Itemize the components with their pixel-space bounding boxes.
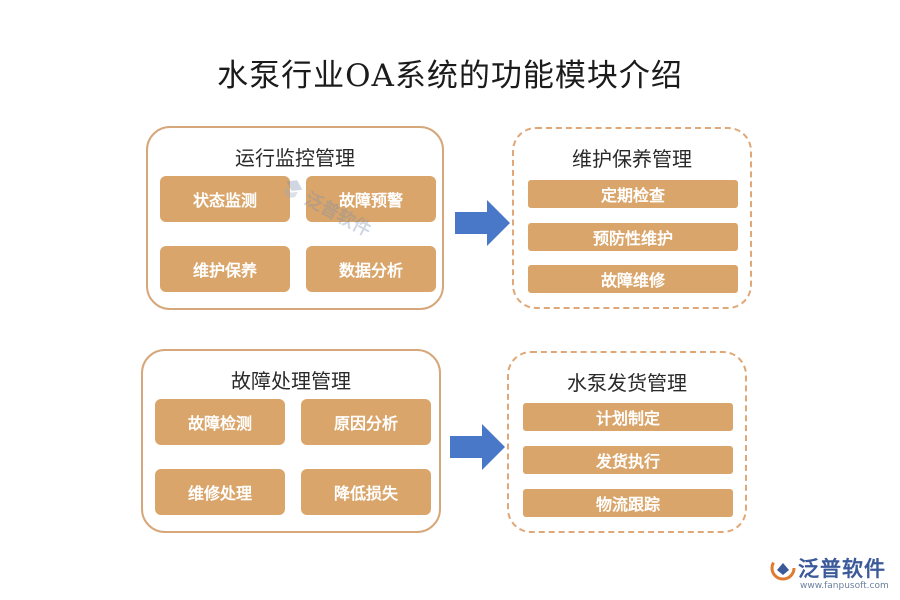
monitor-panel-title: 运行监控管理 [235,146,355,170]
shipping-item-execute: 发货执行 [523,446,733,474]
brand-logo: 泛普软件 www.fanpusoft.com [770,553,895,597]
fault-tile-cause: 原因分析 [301,399,431,445]
fault-panel: 故障处理管理 故障检测 原因分析 维修处理 降低损失 [141,349,441,533]
monitor-panel: 运行监控管理 状态监测 故障预警 维护保养 数据分析 [146,126,444,310]
maintenance-panel: 维护保养管理 定期检查 预防性维护 故障维修 [512,127,752,309]
fault-tile-repair: 维修处理 [155,469,285,515]
watermark: 泛普软件 [276,172,377,242]
maintenance-item-repair: 故障维修 [528,265,738,293]
maintenance-panel-title: 维护保养管理 [572,147,692,171]
monitor-tile-upkeep: 维护保养 [160,246,290,292]
shipping-item-plan: 计划制定 [523,403,733,431]
shipping-item-tracking: 物流跟踪 [523,489,733,517]
brand-url: www.fanpusoft.com [800,581,889,591]
maintenance-item-inspection: 定期检查 [528,180,738,208]
monitor-tile-analysis: 数据分析 [306,246,436,292]
maintenance-item-preventive: 预防性维护 [528,223,738,251]
fanpu-logo-icon [770,555,796,581]
monitor-tile-warning: 故障预警 [306,176,436,222]
fault-tile-detection: 故障检测 [155,399,285,445]
shipping-panel: 水泵发货管理 计划制定 发货执行 物流跟踪 [507,351,747,533]
fault-tile-loss: 降低损失 [301,469,431,515]
right-arrow-icon [455,200,510,246]
watermark-logo-icon [284,180,303,198]
page-title: 水泵行业OA系统的功能模块介绍 [217,58,683,94]
monitor-tile-status: 状态监测 [160,176,290,222]
shipping-panel-title: 水泵发货管理 [567,371,687,395]
right-arrow-icon [450,424,505,470]
fault-panel-title: 故障处理管理 [231,369,351,393]
brand-name: 泛普软件 [798,557,886,581]
